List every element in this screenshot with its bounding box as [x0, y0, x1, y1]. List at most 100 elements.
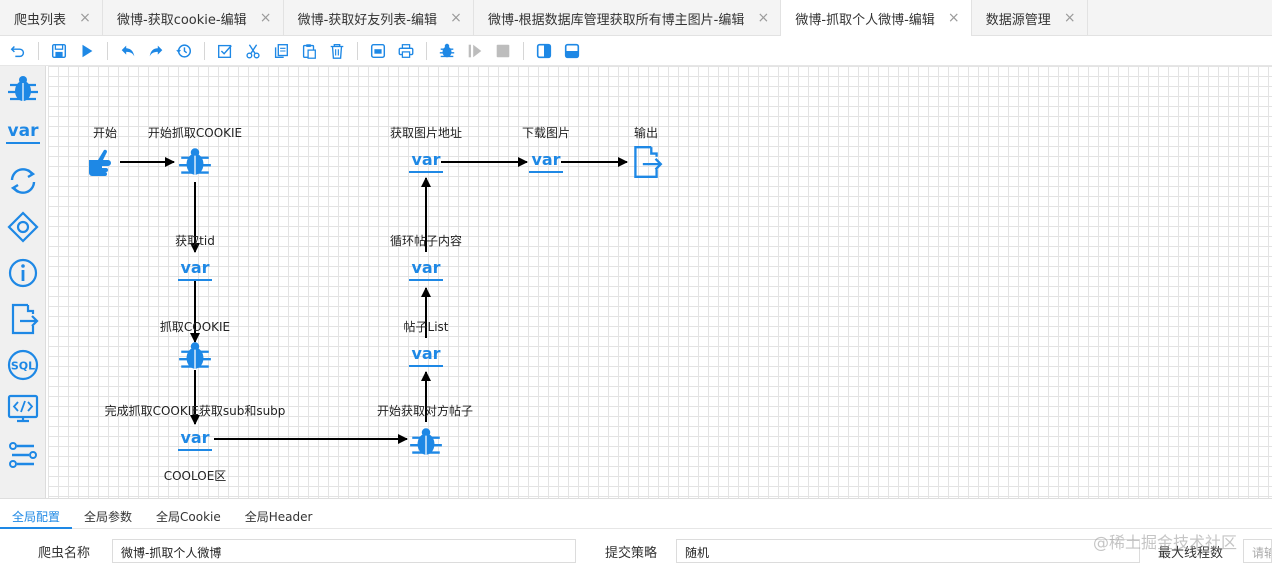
toolbar-divider: [426, 41, 427, 60]
process-icon[interactable]: [4, 436, 42, 474]
node-variable[interactable]: var: [406, 142, 446, 182]
node-label: 获取图片地址: [389, 126, 463, 140]
panel-bottom-icon[interactable]: [560, 39, 584, 63]
tab-global-cookie[interactable]: 全局Cookie: [156, 509, 221, 524]
variable-label: var: [180, 427, 210, 447]
tab-label: 数据源管理: [985, 12, 1051, 28]
redo-arrow-icon[interactable]: [144, 39, 168, 63]
node-label: 循环帖子内容: [389, 234, 463, 248]
undo-icon[interactable]: [6, 39, 30, 63]
checkbox-icon[interactable]: [213, 39, 237, 63]
node-label: 开始抓取COOKIE: [147, 126, 243, 140]
spider-icon[interactable]: [4, 70, 42, 108]
close-icon[interactable]: ×: [79, 10, 91, 26]
debug-icon[interactable]: [435, 39, 459, 63]
max-threads-label: 最大线程数: [1158, 546, 1224, 561]
node-spider-icon[interactable]: [175, 142, 215, 182]
loop-icon[interactable]: [4, 162, 42, 200]
variable-icon[interactable]: var: [4, 114, 42, 152]
node-output-icon[interactable]: [626, 142, 666, 182]
variable-label: var: [411, 343, 441, 363]
code-icon[interactable]: [4, 390, 42, 428]
tab-global-params[interactable]: 全局参数: [84, 509, 133, 524]
tab-spider-list[interactable]: 爬虫列表 ×: [0, 0, 104, 36]
node-label: 完成抓取COOKIE获取sub和subp: [104, 404, 286, 418]
tab-datasource[interactable]: 数据源管理 ×: [972, 0, 1088, 36]
close-icon[interactable]: ×: [757, 10, 770, 26]
close-icon[interactable]: ×: [259, 10, 272, 26]
node-variable[interactable]: var: [175, 420, 215, 460]
tab-bar: 爬虫列表 × 微博-获取cookie-编辑 × 微博-获取好友列表-编辑 × 微博-根…: [0, 0, 1272, 37]
tab-label: 微博-获取好友列表-编辑: [297, 12, 437, 28]
step-icon[interactable]: [463, 39, 487, 63]
strategy-select[interactable]: 随机: [676, 539, 1140, 563]
variable-label: var: [7, 120, 39, 141]
undo-arrow-icon[interactable]: [116, 39, 140, 63]
config-form-row: 爬虫名称 微博-抓取个人微博 提交策略 随机 最大线程数 请输入: [0, 537, 1272, 565]
node-variable[interactable]: var: [406, 250, 446, 290]
sql-icon[interactable]: SQL: [4, 346, 42, 384]
cut-icon[interactable]: [241, 39, 265, 63]
history-icon[interactable]: [172, 39, 196, 63]
tab-global-config[interactable]: 全局配置: [0, 499, 73, 529]
delete-icon[interactable]: [325, 39, 349, 63]
node-start-hand-icon[interactable]: [84, 142, 124, 182]
close-icon[interactable]: ×: [450, 10, 462, 26]
tab-blogger-images[interactable]: 微博-根据数据库管理获取所有博主图片-编辑 ×: [474, 0, 782, 36]
config-panel: 全局配置 全局参数 全局Cookie 全局Header 爬虫名称 微博-抓取个人…: [0, 498, 1272, 568]
node-label: 下载图片: [521, 126, 571, 140]
tab-label: 爬虫列表: [14, 12, 67, 28]
paste-icon[interactable]: [297, 39, 321, 63]
output-icon[interactable]: [4, 300, 42, 338]
node-label: 输出: [633, 126, 659, 140]
info-icon[interactable]: [4, 254, 42, 292]
node-spider-icon[interactable]: [175, 336, 215, 376]
close-icon[interactable]: ×: [1063, 10, 1076, 26]
variable-label: var: [180, 257, 210, 277]
save-icon[interactable]: [47, 39, 71, 63]
max-threads-input[interactable]: 请输入: [1243, 539, 1272, 563]
stop-icon[interactable]: [491, 39, 515, 63]
node-variable[interactable]: var: [406, 336, 446, 376]
node-label: 抓取COOKIE: [159, 320, 231, 334]
config-tabs: 全局配置 全局参数 全局Cookie 全局Header: [0, 499, 1272, 529]
toolbar-divider: [204, 41, 205, 60]
variable-label: var: [411, 149, 441, 169]
node-variable[interactable]: var: [175, 250, 215, 290]
export-icon[interactable]: [366, 39, 390, 63]
tab-personal-weibo[interactable]: 微博-抓取个人微博-编辑 ×: [781, 0, 972, 37]
tab-get-cookie[interactable]: 微博-获取cookie-编辑 ×: [103, 0, 284, 36]
flow-edges: [120, 157, 628, 444]
toolbar-divider: [357, 41, 358, 60]
strategy-label: 提交策略: [605, 546, 658, 561]
svg-text:SQL: SQL: [11, 360, 35, 373]
variable-label: var: [411, 257, 441, 277]
tab-global-header[interactable]: 全局Header: [244, 509, 313, 524]
toolbar-divider: [38, 41, 39, 60]
flow-canvas[interactable]: 开始 开始抓取COOKIE var 获取tid 抓取COOKIE var 完成抓…: [48, 66, 1272, 498]
toolbar-divider: [523, 41, 524, 60]
node-spider-icon[interactable]: [406, 422, 446, 462]
toolbar-divider: [107, 41, 108, 60]
panel-right-icon[interactable]: [532, 39, 556, 63]
node-label: 开始获取对方帖子: [376, 404, 474, 418]
node-label: COOLOE区: [163, 469, 227, 483]
toolbar: [0, 36, 1272, 66]
variable-label: var: [531, 149, 561, 169]
close-icon[interactable]: ×: [947, 10, 960, 26]
run-icon[interactable]: [75, 39, 99, 63]
print-icon[interactable]: [394, 39, 418, 63]
node-label: 获取tid: [175, 234, 215, 248]
spider-name-input[interactable]: 微博-抓取个人微博: [112, 539, 576, 563]
node-label: 开始: [92, 126, 118, 140]
node-variable[interactable]: var: [526, 142, 566, 182]
tab-label: 微博-抓取个人微博-编辑: [795, 12, 935, 28]
tab-label: 微博-根据数据库管理获取所有博主图片-编辑: [487, 12, 745, 28]
tab-label: 微博-获取cookie-编辑: [117, 12, 247, 28]
watermark: @稀土掘金技术社区: [1093, 533, 1238, 552]
copy-icon[interactable]: [269, 39, 293, 63]
tab-friend-list[interactable]: 微博-获取好友列表-编辑 ×: [284, 0, 474, 36]
node-label: 帖子List: [403, 320, 449, 334]
condition-icon[interactable]: [4, 208, 42, 246]
